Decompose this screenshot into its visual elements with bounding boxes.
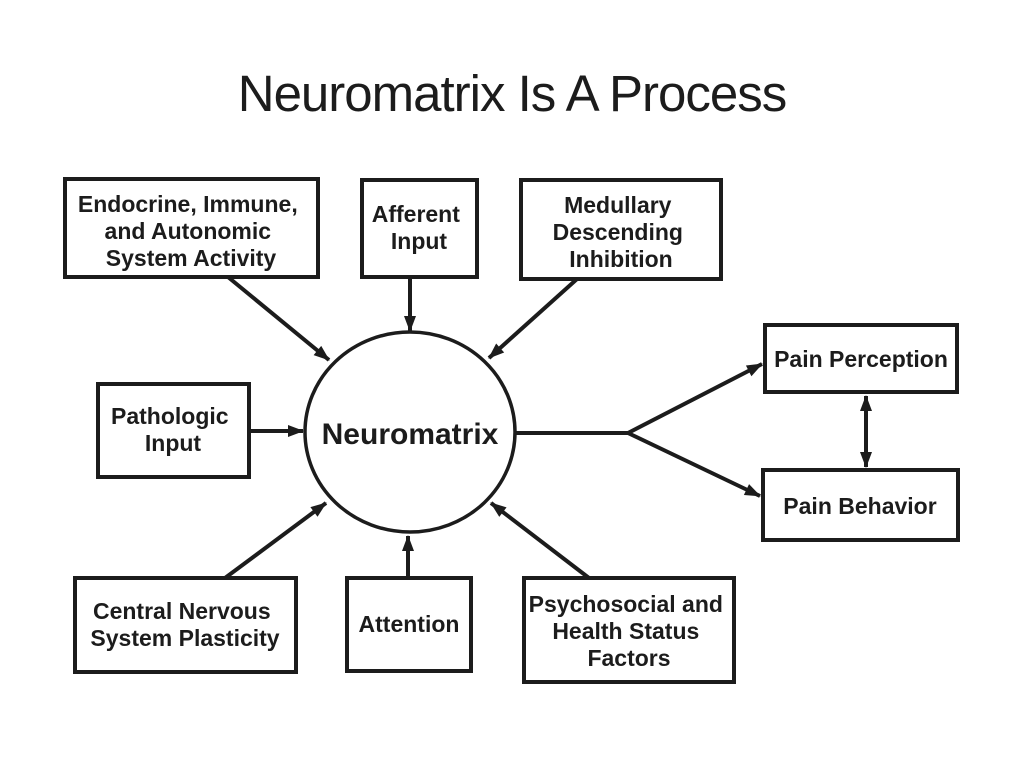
- node-endocrine-label: Endocrine, Immune, and Autonomic System …: [78, 191, 304, 271]
- node-afferent-label-line-2: Input: [391, 228, 448, 254]
- arrow-fork-to-pain-behavior: [627, 431, 761, 498]
- node-cns-label-line-2: System Plasticity: [90, 625, 279, 651]
- page-title: Neuromatrix Is A Process: [237, 65, 788, 122]
- node-attention-label: Attention: [359, 611, 460, 637]
- node-neuromatrix: Neuromatrix: [303, 330, 517, 534]
- node-afferent-label: Afferent Input: [372, 201, 467, 254]
- node-psychosocial-label-line-1: Psychosocial and: [529, 591, 723, 617]
- arrow-cns-to-neuromatrix: [223, 501, 328, 580]
- node-pathologic-label-line-2: Input: [145, 430, 202, 456]
- node-cns-box: [73, 576, 298, 674]
- node-pain-perception: Pain Perception: [763, 323, 959, 394]
- neuromatrix-circle: [303, 330, 517, 534]
- node-endocrine: Endocrine, Immune, and Autonomic System …: [63, 177, 320, 279]
- node-pain-perception-box: [763, 323, 959, 394]
- node-pathologic-label-line-1: Pathologic: [111, 403, 229, 429]
- arrow-medullary-to-neuromatrix: [487, 277, 579, 360]
- node-pathologic-box: [96, 382, 251, 479]
- node-medullary-label: Medullary Descending Inhibition: [553, 192, 690, 272]
- node-endocrine-label-line-3: System Activity: [106, 245, 277, 271]
- node-pathologic-label: Pathologic Input: [111, 403, 235, 456]
- node-psychosocial: Psychosocial and Health Status Factors: [522, 576, 736, 684]
- node-cns: Central Nervous System Plasticity: [73, 576, 298, 674]
- node-pain-perception-label: Pain Perception: [774, 346, 948, 372]
- node-attention: Attention: [345, 576, 473, 673]
- node-afferent-label-line-1: Afferent: [372, 201, 461, 227]
- node-psychosocial-label-line-3: Factors: [587, 645, 670, 671]
- node-psychosocial-label-line-2: Health Status: [552, 618, 699, 644]
- node-afferent-box: [360, 178, 479, 279]
- node-medullary-label-line-3: Inhibition: [569, 246, 672, 272]
- node-endocrine-box: [63, 177, 320, 279]
- node-pain-behavior-label: Pain Behavior: [783, 493, 936, 519]
- node-endocrine-label-line-2: and Autonomic: [105, 218, 272, 244]
- node-psychosocial-box: [522, 576, 736, 684]
- arrow-fork-to-pain-perception: [627, 362, 763, 435]
- node-medullary-box: [519, 178, 723, 281]
- node-medullary-label-line-1: Medullary: [564, 192, 672, 218]
- node-medullary-label-line-2: Descending: [553, 219, 683, 245]
- node-neuromatrix-label: Neuromatrix: [322, 418, 499, 451]
- arrow-psychosocial-to-neuromatrix: [489, 501, 591, 580]
- node-attention-box: [345, 576, 473, 673]
- node-afferent: Afferent Input: [360, 178, 479, 279]
- node-medullary: Medullary Descending Inhibition: [519, 178, 723, 281]
- node-endocrine-label-line-1: Endocrine, Immune,: [78, 191, 298, 217]
- node-cns-label-line-1: Central Nervous: [93, 598, 271, 624]
- node-psychosocial-label: Psychosocial and Health Status Factors: [529, 591, 730, 671]
- node-pathologic: Pathologic Input: [96, 382, 251, 479]
- node-cns-label: Central Nervous System Plasticity: [90, 598, 279, 651]
- arrow-endocrine-to-neuromatrix: [226, 275, 331, 362]
- node-pain-behavior-box: [761, 468, 960, 542]
- node-pain-behavior: Pain Behavior: [761, 468, 960, 542]
